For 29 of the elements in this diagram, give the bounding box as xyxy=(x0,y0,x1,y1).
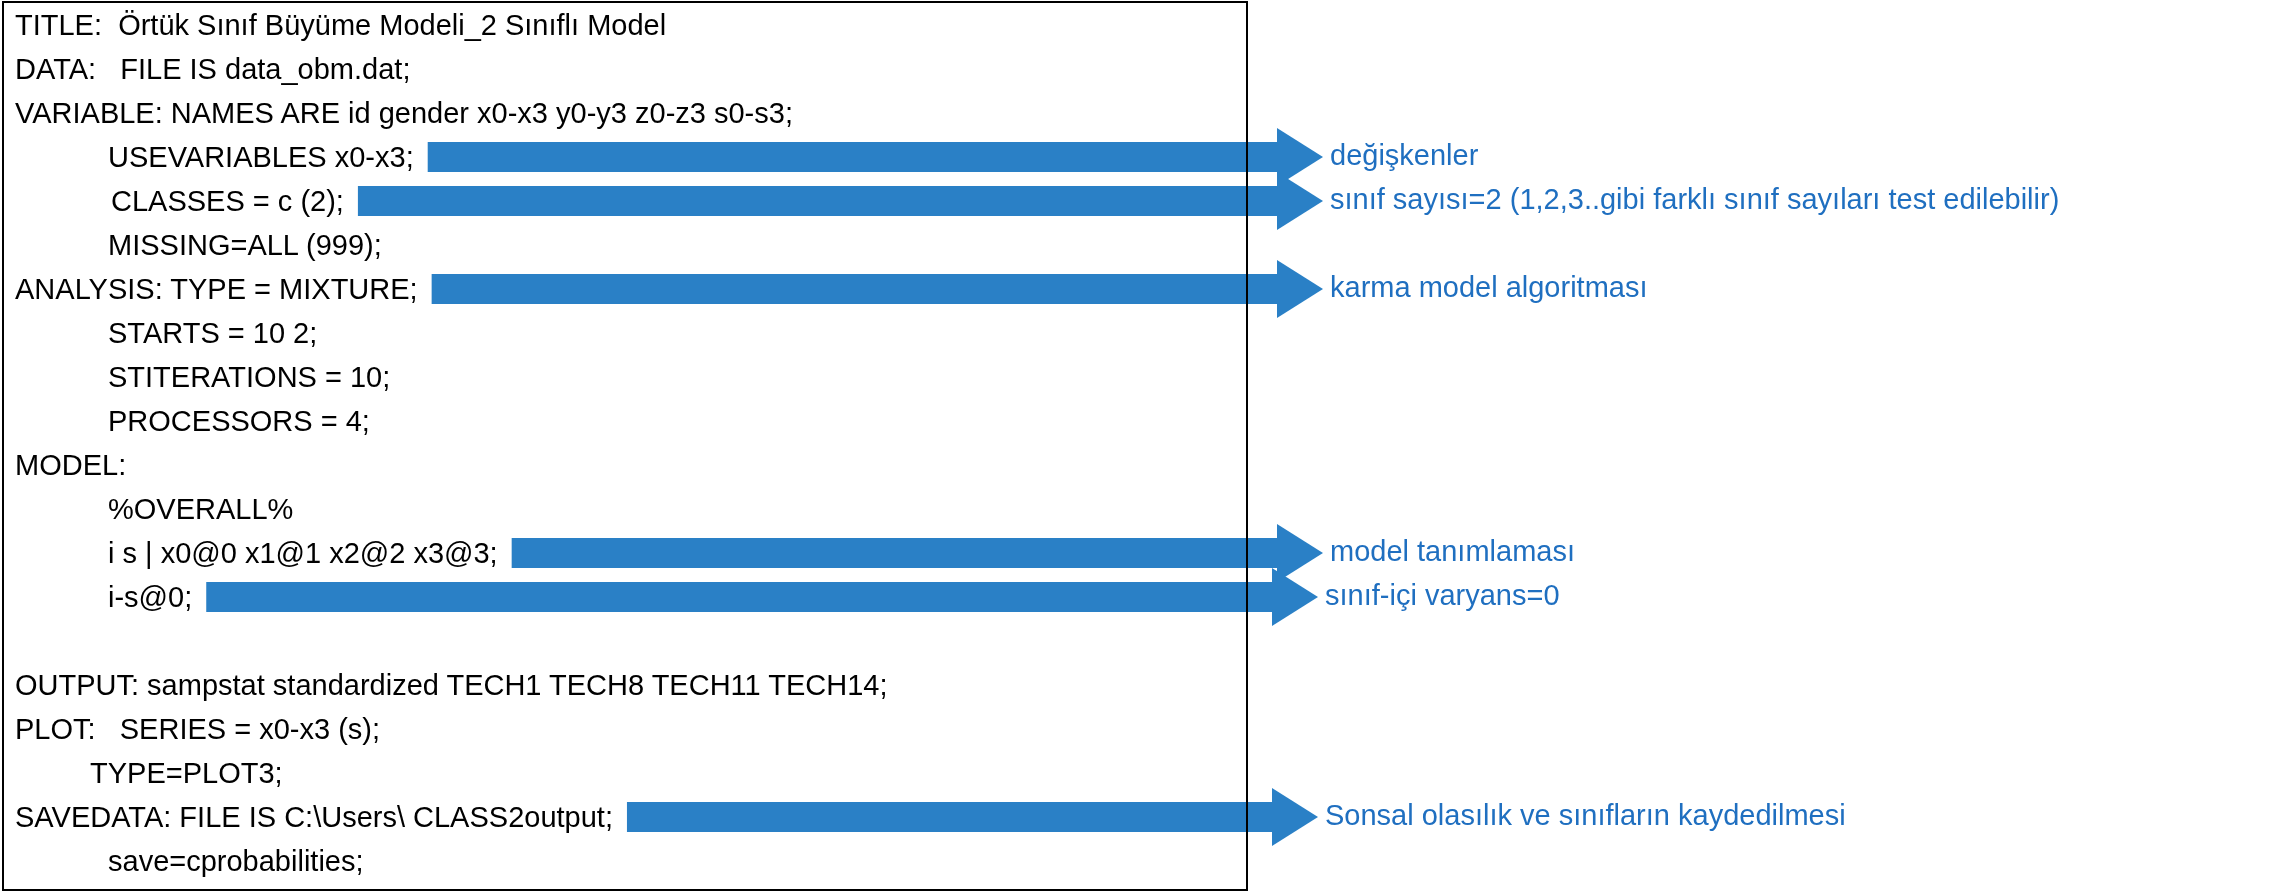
code-line: %OVERALL% xyxy=(108,492,294,527)
code-line: CLASSES = c (2); xyxy=(111,183,358,219)
code-line: STITERATIONS = 10; xyxy=(108,360,391,395)
block-arrow xyxy=(206,568,1318,626)
annotation-text: Sonsal olasılık ve sınıfların kaydedilmesi xyxy=(1325,797,1846,833)
code-box xyxy=(2,1,1248,891)
code-line: i-s@0; xyxy=(108,579,207,615)
code-line: STARTS = 10 2; xyxy=(108,316,318,351)
code-line: PLOT: SERIES = x0-x3 (s); xyxy=(15,712,381,747)
code-line: PROCESSORS = 4; xyxy=(108,404,370,439)
code-line: i s | x0@0 x1@1 x2@2 x3@3; xyxy=(108,535,512,571)
code-line: TITLE: Örtük Sınıf Büyüme Modeli_2 Sınıflı Model xyxy=(15,8,667,43)
code-line: USEVARIABLES x0-x3; xyxy=(108,139,428,175)
annotation-text: model tanımlaması xyxy=(1330,533,1575,569)
code-line: ANALYSIS: TYPE = MIXTURE; xyxy=(15,271,432,307)
code-line: SAVEDATA: FILE IS C:\Users\ CLASS2output; xyxy=(15,799,627,835)
annotation-text: sınıf-içi varyans=0 xyxy=(1325,577,1560,613)
block-arrow xyxy=(626,788,1318,846)
annotation-text: değişkenler xyxy=(1330,137,1479,173)
code-line: DATA: FILE IS data_obm.dat; xyxy=(15,52,411,87)
code-line: OUTPUT: sampstat standardized TECH1 TECH8 TECH11 TECH14; xyxy=(15,668,888,703)
code-line: TYPE=PLOT3; xyxy=(90,756,283,791)
code-line: save=cprobabilities; xyxy=(108,844,364,879)
annotation-text: karma model algoritması xyxy=(1330,269,1648,305)
code-line: MODEL: xyxy=(15,448,127,483)
block-arrow xyxy=(431,260,1323,318)
annotation-text: sınıf sayısı=2 (1,2,3..gibi farklı sınıf sayıları test edilebilir) xyxy=(1330,181,2060,217)
code-line: MISSING=ALL (999); xyxy=(108,228,382,263)
code-line: VARIABLE: NAMES ARE id gender x0-x3 y0-y3 z0-z3 s0-s3; xyxy=(15,96,793,131)
